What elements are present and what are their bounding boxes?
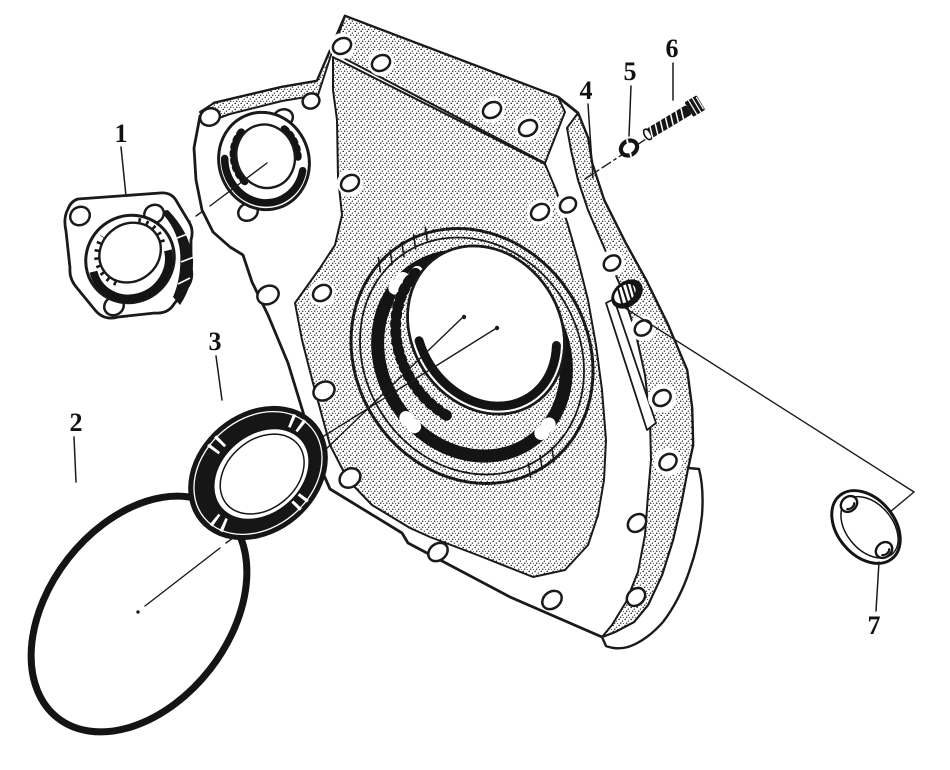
callout-3-leader [215, 355, 223, 401]
callout-6: 6 [666, 34, 679, 63]
callout-3: 3 [209, 327, 222, 356]
camshaft-opening [217, 110, 311, 212]
hatched-port [611, 279, 643, 309]
gasket-sliver [605, 298, 657, 431]
callout-2-leader [73, 436, 77, 483]
callout-4-leader [587, 103, 594, 179]
gasket-edge-peek [600, 466, 704, 650]
part-oil-seal-ring [188, 405, 328, 541]
callout-1: 1 [115, 119, 128, 148]
leader-cover-plate [621, 305, 916, 518]
part-bolt [642, 95, 705, 141]
callout-5-leader [628, 85, 632, 137]
callout-7: 7 [868, 611, 881, 640]
callout-7-leader [875, 561, 880, 612]
callout-1-leader [120, 146, 127, 197]
bolt-holes [198, 36, 678, 611]
part-lock-washer [618, 138, 640, 158]
flange-bore [84, 213, 176, 305]
callout-2: 2 [70, 408, 83, 437]
crankshaft-bore [349, 226, 595, 485]
callout-4: 4 [580, 76, 593, 105]
part-front-cover-flange [63, 191, 195, 320]
callout-5: 5 [624, 57, 637, 86]
callouts: 1 2 3 4 5 6 7 [70, 34, 881, 640]
flywheel-housing [192, 14, 704, 650]
part-cover-plate [830, 489, 902, 565]
